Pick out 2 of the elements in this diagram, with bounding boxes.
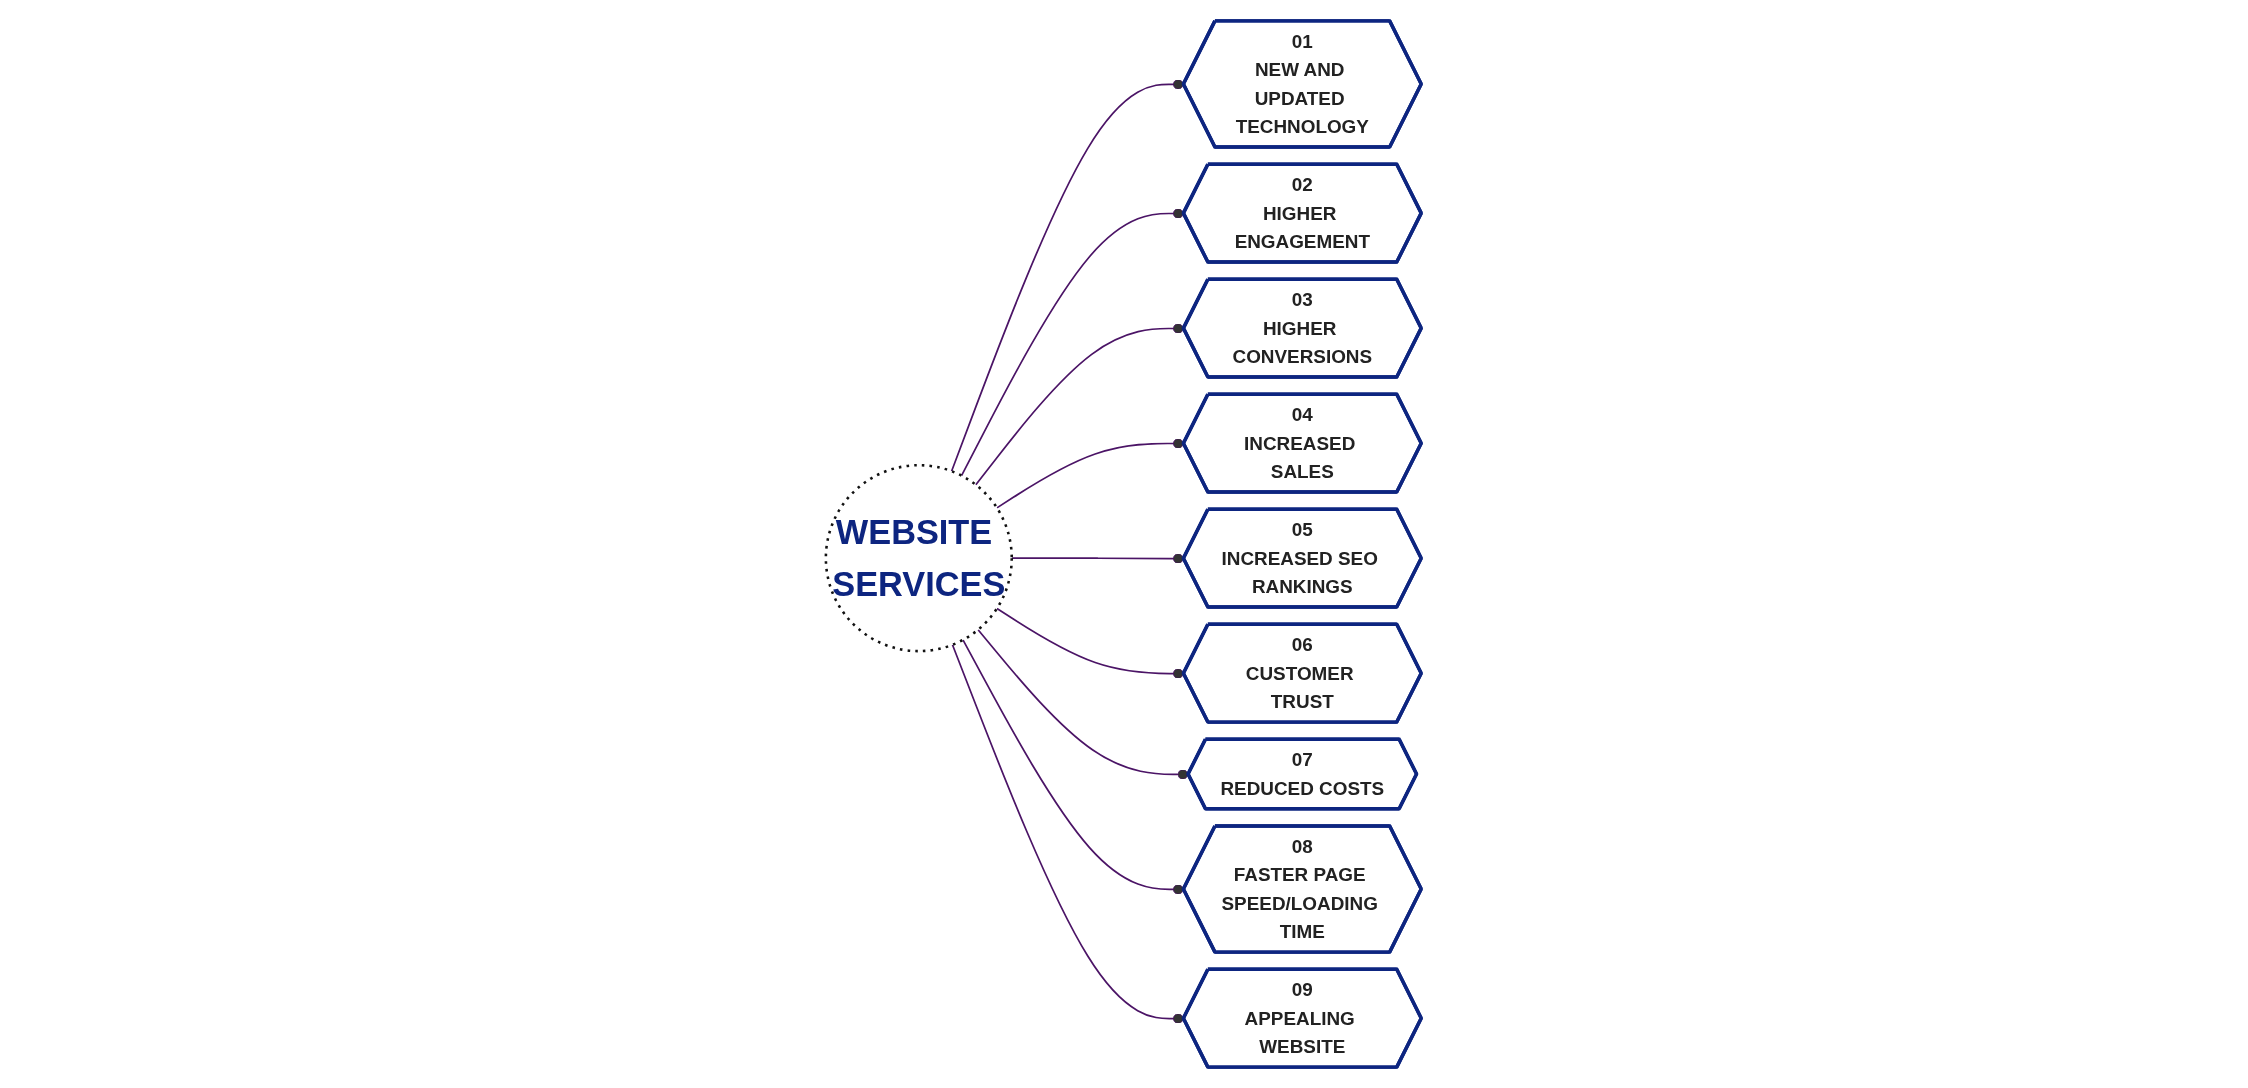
- node-circle: WEBSITE SERVICES: [825, 463, 1014, 653]
- connector: [977, 628, 1190, 780]
